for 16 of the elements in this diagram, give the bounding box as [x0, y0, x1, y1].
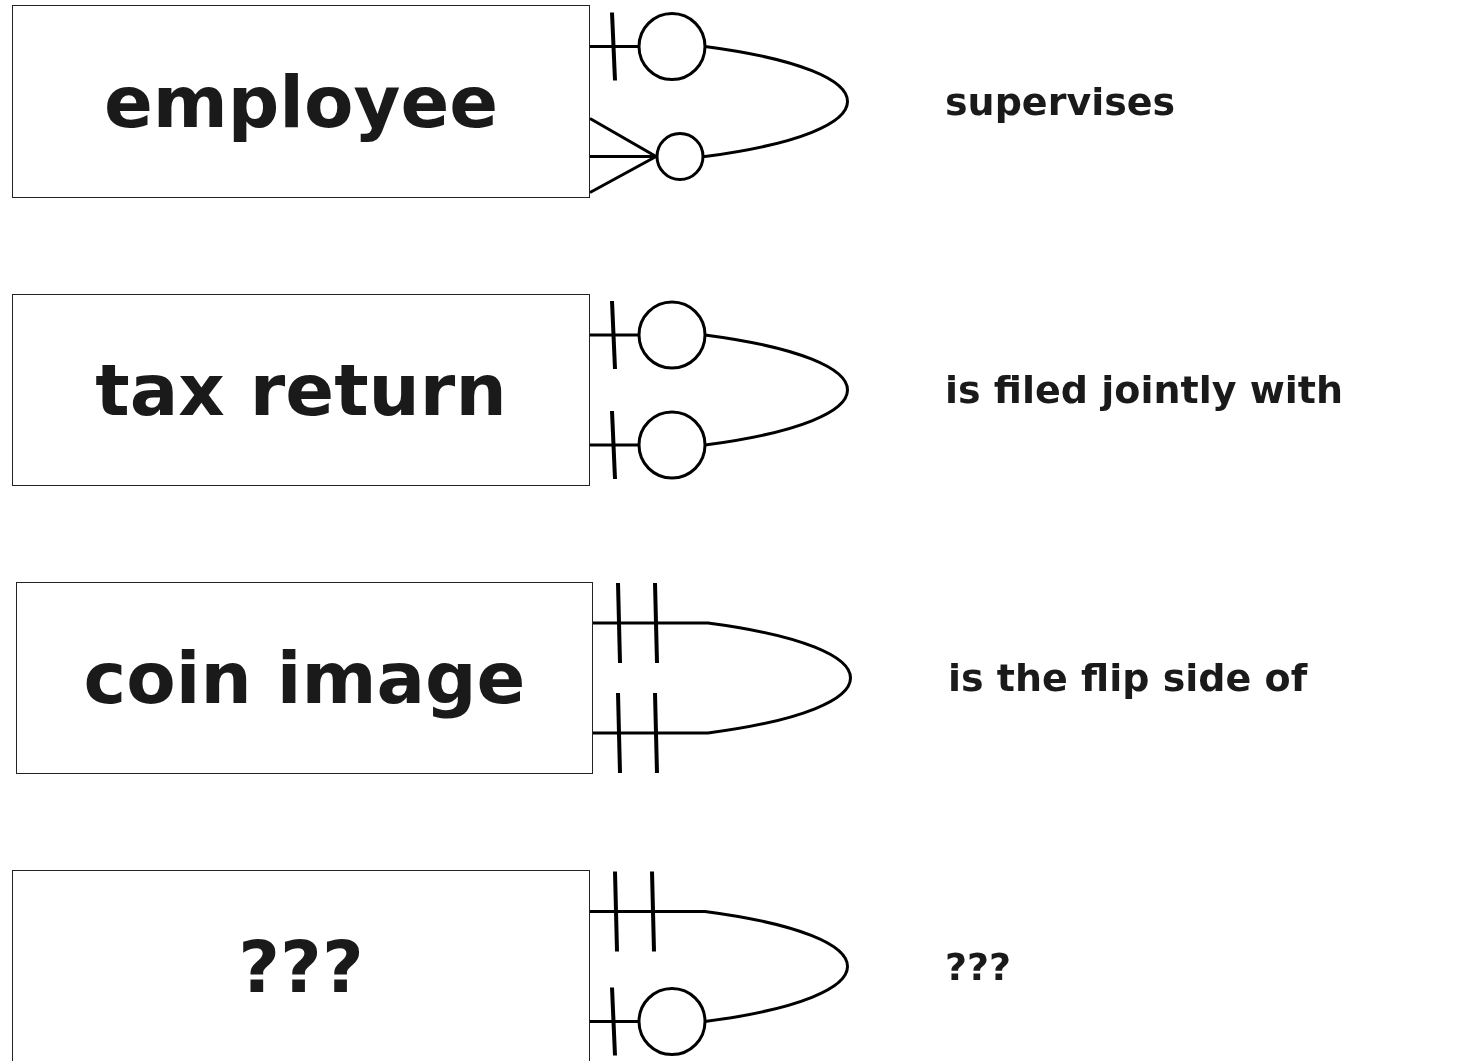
relationship-label: supervises	[945, 79, 1176, 124]
relationship-label: ???	[945, 944, 1012, 989]
entity-box	[12, 294, 590, 486]
relationship-label: is filed jointly with	[945, 368, 1344, 412]
entity-name: employee	[103, 59, 499, 144]
relationship-line	[590, 869, 848, 1058]
relationship-line	[588, 10, 848, 194]
relationship-label: is the flip side of	[948, 656, 1308, 700]
entity-name: ???	[238, 924, 364, 1009]
entity-name: coin image	[83, 636, 526, 720]
entity-box	[12, 5, 590, 198]
relationship-line	[590, 299, 848, 481]
entity-box	[12, 870, 590, 1061]
entity-box	[16, 582, 593, 774]
entity-name: tax return	[95, 348, 507, 432]
relationship-line	[593, 581, 851, 775]
